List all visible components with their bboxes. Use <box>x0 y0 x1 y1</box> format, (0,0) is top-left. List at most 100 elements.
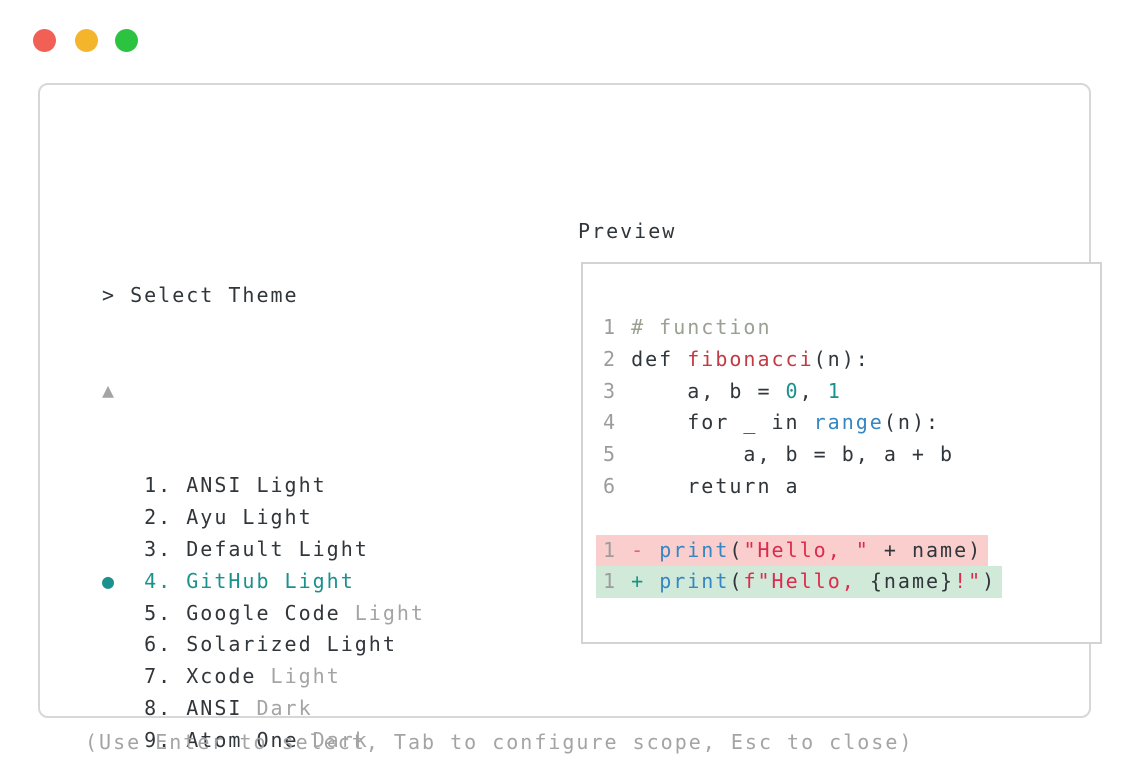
preview-title: Preview <box>578 219 677 243</box>
code-token: 1 <box>827 378 842 403</box>
zoom-button[interactable] <box>115 29 138 52</box>
close-button[interactable] <box>33 29 56 52</box>
theme-item-label: ANSI <box>186 695 243 720</box>
theme-item-number: 9. <box>130 727 187 752</box>
code-token: - <box>631 537 660 562</box>
minimize-button[interactable] <box>75 29 98 52</box>
theme-item-variant-muted: Dark <box>242 695 313 720</box>
marker-spacer <box>102 473 130 497</box>
theme-picker-dialog: > Select Theme ▲ 1. ANSI Light 2. Ayu Li… <box>38 83 1102 754</box>
line-number: 1 <box>603 537 632 562</box>
code-line-content: 4 for _ in range(n): <box>603 407 940 439</box>
theme-list-item[interactable]: 9. Atom One Dark <box>102 725 425 757</box>
code-token: print <box>659 537 730 562</box>
code-token: 0 <box>785 378 800 403</box>
code-line-content <box>603 503 617 535</box>
picker-prompt-title: > Select Theme <box>102 282 299 307</box>
theme-list-item[interactable]: 2. Ayu Light <box>102 502 425 534</box>
line-number: 5 <box>603 442 632 467</box>
theme-item-label: Default Light <box>186 536 369 561</box>
marker-spacer <box>102 664 130 688</box>
code-line <box>603 503 1002 535</box>
code-token: range <box>813 410 884 435</box>
marker-spacer <box>102 601 130 625</box>
line-number: 1 <box>603 569 632 594</box>
theme-item-label: Atom One <box>186 727 299 752</box>
code-line-content: 2 def fibonacci(n): <box>603 344 870 376</box>
theme-item-number: 6. <box>130 632 187 657</box>
theme-list-item[interactable]: 3. Default Light <box>102 534 425 566</box>
theme-list-item[interactable]: 5. Google Code Light <box>102 598 425 630</box>
keyboard-hint: (Use Enter to select, Tab to configure s… <box>85 730 914 754</box>
theme-list: 1. ANSI Light 2. Ayu Light 3. Default Li… <box>102 470 425 757</box>
theme-item-label: ANSI Light <box>186 473 327 498</box>
code-token: + <box>631 569 660 594</box>
code-token: ( <box>729 569 744 594</box>
code-token: print <box>659 569 730 594</box>
line-number: 2 <box>603 346 632 371</box>
code-token: , <box>799 378 828 403</box>
theme-item-variant-muted: Light <box>256 664 341 689</box>
theme-item-variant-muted: Dark <box>298 727 369 752</box>
code-token: return a <box>631 473 800 498</box>
diff-line-removed: 1 - print("Hello, " + name) <box>596 534 1002 567</box>
line-number: 1 <box>603 315 632 339</box>
marker-spacer <box>102 696 130 720</box>
theme-picker-left-column: > Select Theme ▲ 1. ANSI Light 2. Ayu Li… <box>102 216 425 757</box>
line-number: 6 <box>603 473 632 498</box>
theme-item-label: Ayu Light <box>186 505 313 530</box>
code-token: f"Hello, <box>743 569 870 594</box>
theme-list-item[interactable]: 8. ANSI Dark <box>102 693 425 725</box>
marker-spacer <box>102 505 130 529</box>
code-line-content: 1 - print("Hello, " + name) <box>596 534 989 567</box>
code-line-content: 1 + print(f"Hello, {name}!") <box>596 566 1003 599</box>
theme-item-label: Google Code <box>186 600 341 625</box>
theme-list-item[interactable]: 1. ANSI Light <box>102 470 425 502</box>
code-token: for _ in <box>631 410 814 435</box>
code-token: "Hello, " <box>743 537 870 562</box>
code-line: 1 # function <box>603 312 1002 344</box>
line-number: 3 <box>603 378 632 403</box>
diff-line-added: 1 + print(f"Hello, {name}!") <box>596 566 1003 599</box>
code-token: a, b = b, a + b <box>631 442 955 467</box>
selected-bullet-icon: ● <box>102 568 131 593</box>
code-token: ) <box>982 569 997 594</box>
theme-item-number: 3. <box>130 536 187 561</box>
code-token: a, b = <box>631 378 786 403</box>
theme-item-label: Solarized Light <box>186 632 397 657</box>
code-line-content: 1 # function <box>603 312 772 344</box>
theme-item-number: 2. <box>130 505 187 530</box>
theme-list-item[interactable]: ● 4. GitHub Light <box>102 566 425 598</box>
marker-spacer <box>102 632 130 656</box>
scroll-up-icon[interactable]: ▲ <box>102 377 117 402</box>
code-token: (n): <box>883 410 941 435</box>
theme-item-number: 7. <box>130 664 187 689</box>
code-token: fibonacci <box>687 346 814 371</box>
theme-list-item[interactable]: 7. Xcode Light <box>102 661 425 693</box>
code-line: 4 for _ in range(n): <box>603 407 1002 439</box>
code-line-content: 3 a, b = 0, 1 <box>603 376 842 408</box>
theme-item-number: 8. <box>130 695 187 720</box>
code-token: # function <box>631 315 772 339</box>
line-number: 4 <box>603 410 632 435</box>
code-token: ( <box>729 537 744 562</box>
code-token: {name} <box>869 569 955 594</box>
code-line: 2 def fibonacci(n): <box>603 344 1002 376</box>
code-line-content: 5 a, b = b, a + b <box>603 439 954 471</box>
theme-item-label: GitHub Light <box>186 568 355 593</box>
theme-item-variant-muted: Light <box>340 600 425 625</box>
theme-item-number: 1. <box>130 473 187 498</box>
marker-spacer <box>102 537 130 561</box>
code-line-content: 6 return a <box>603 471 800 503</box>
code-line: 3 a, b = 0, 1 <box>603 376 1002 408</box>
code-line: 5 a, b = b, a + b <box>603 439 1002 471</box>
theme-item-label: Xcode <box>186 664 257 689</box>
code-token: (n): <box>813 346 870 371</box>
code-token: def <box>631 346 688 371</box>
code-token: !" <box>954 569 983 594</box>
theme-list-item[interactable]: 6. Solarized Light <box>102 629 425 661</box>
code-line: 6 return a <box>603 471 1002 503</box>
